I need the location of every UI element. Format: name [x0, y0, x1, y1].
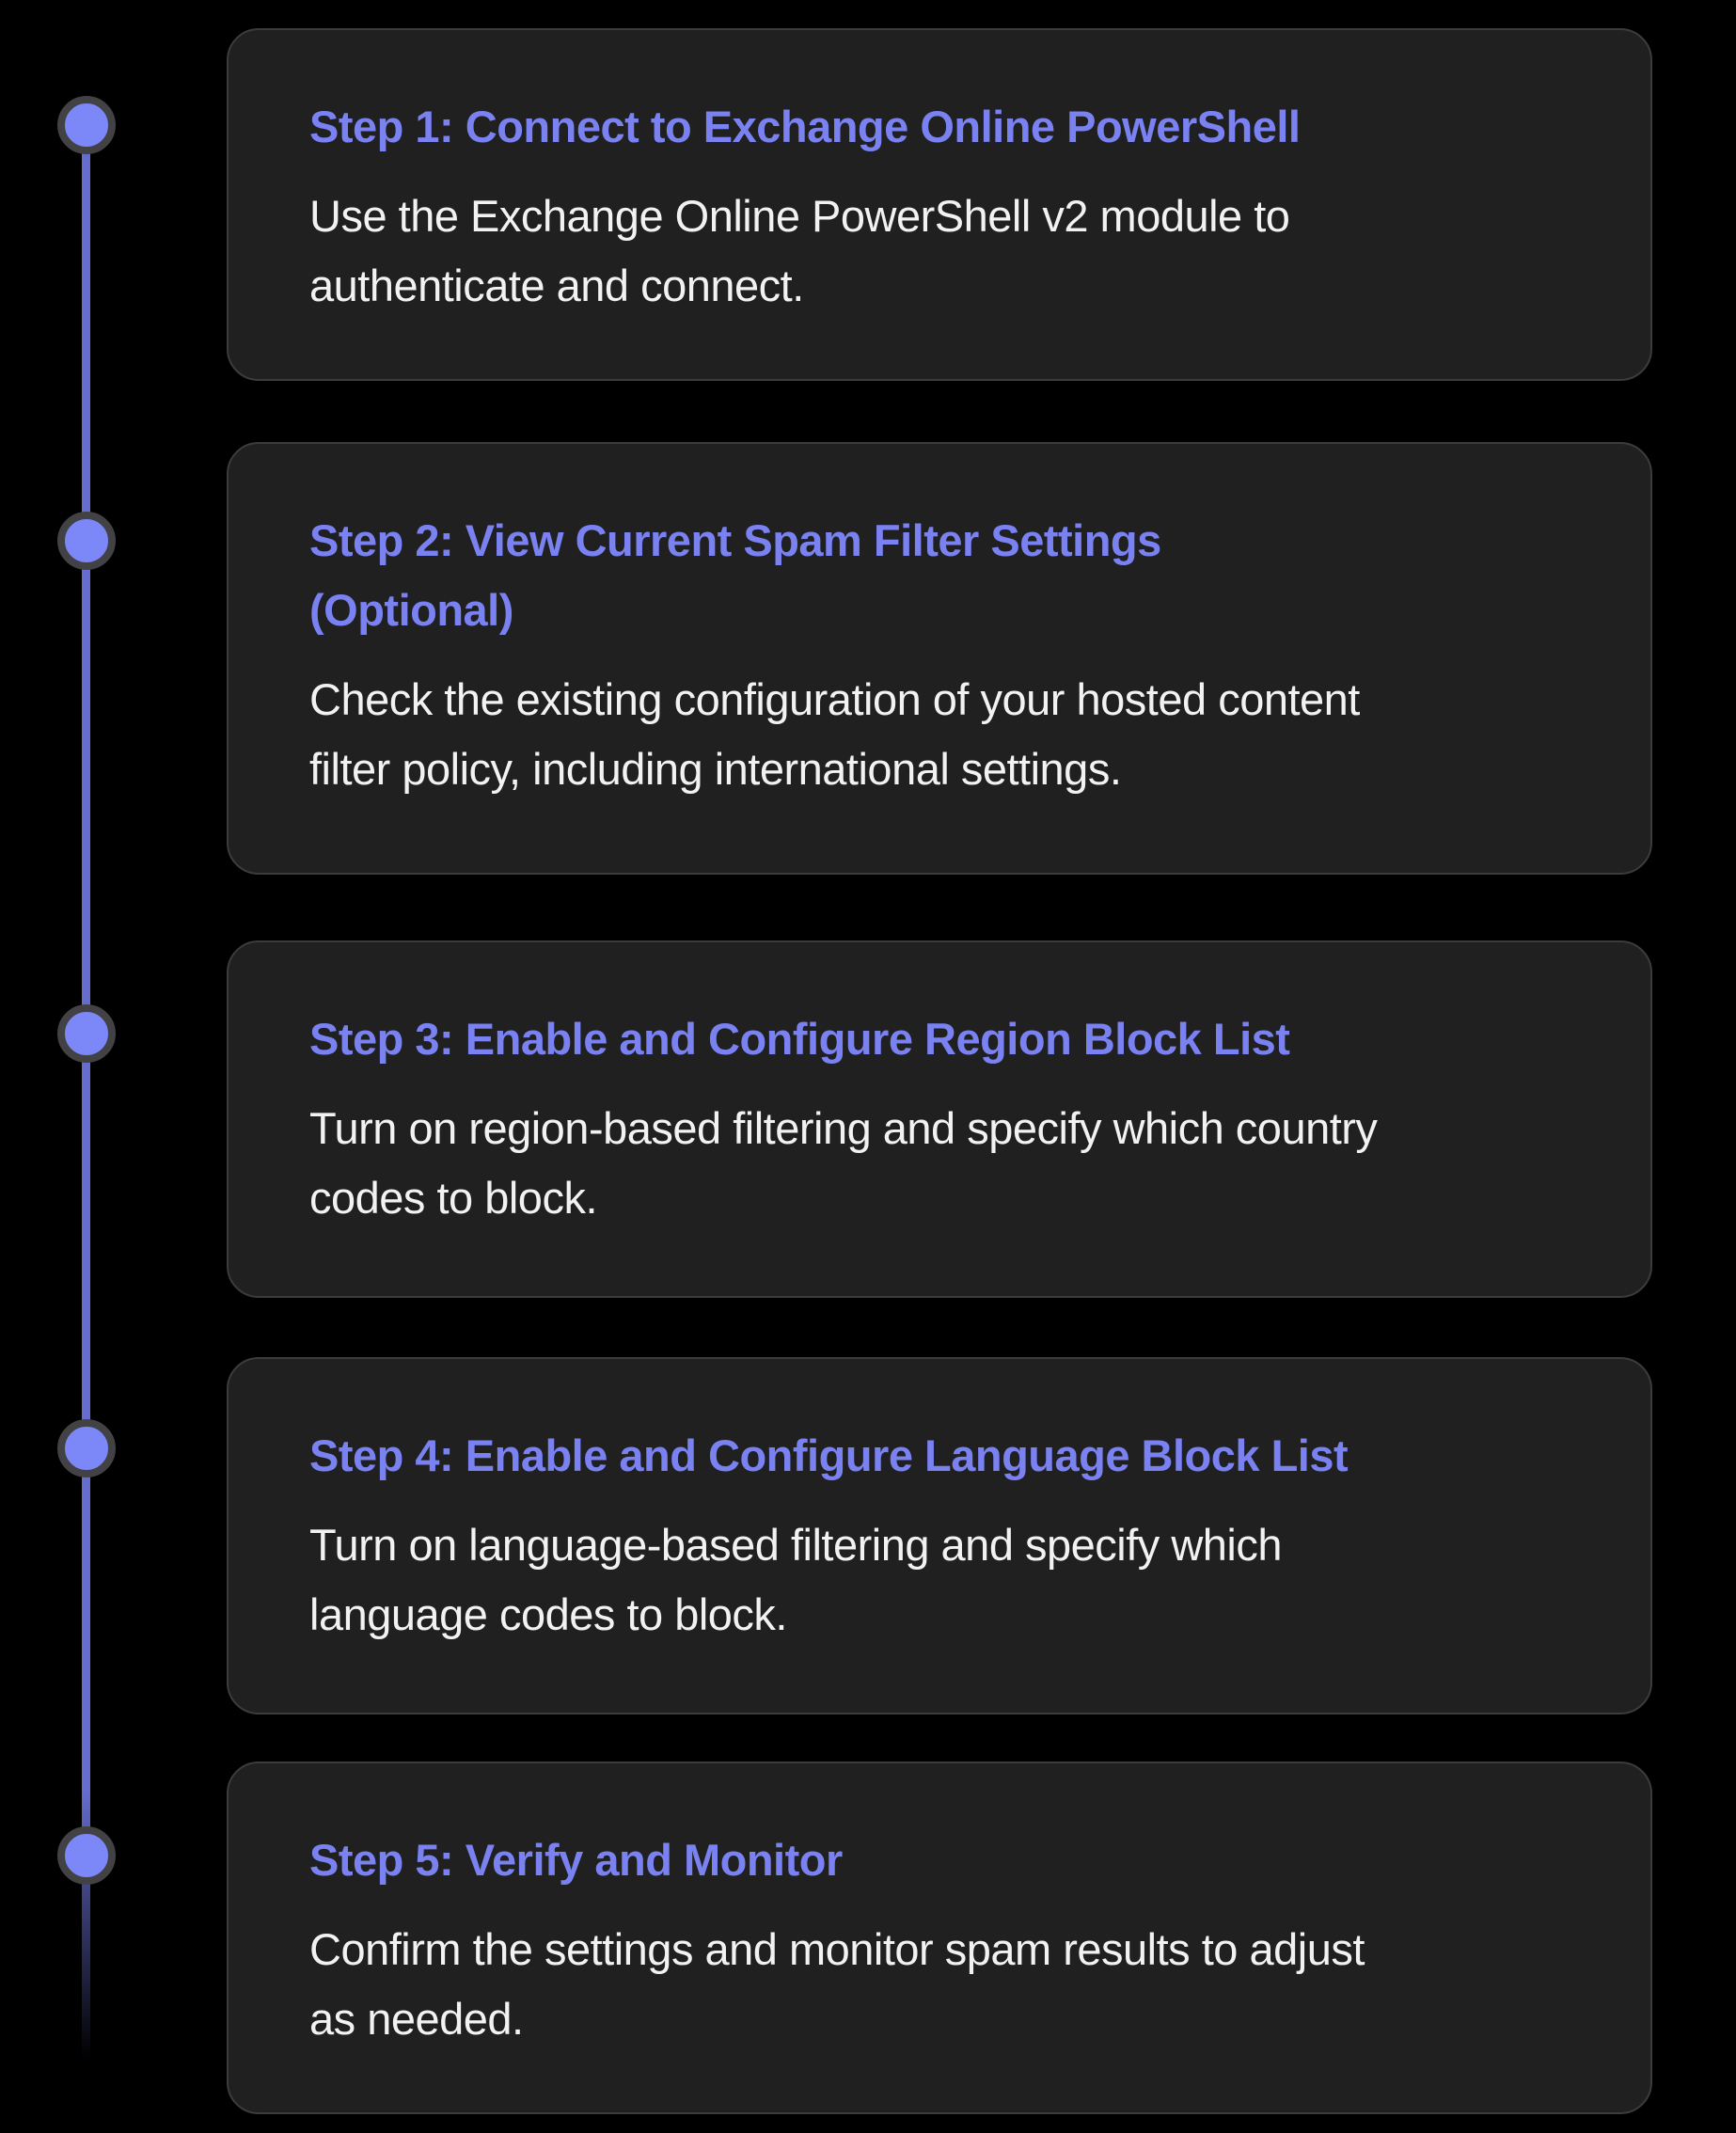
step-card-2: Step 2: View Current Spam Filter Setting…	[227, 442, 1652, 875]
step-2-title: Step 2: View Current Spam Filter Setting…	[309, 515, 1161, 635]
step-2-description: Check the existing configuration of your…	[309, 674, 1360, 794]
step-1-description: Use the Exchange Online PowerShell v2 mo…	[309, 191, 1290, 310]
step-4-title: Step 4: Enable and Configure Language Bl…	[309, 1430, 1349, 1480]
timeline-node-step-5	[57, 1826, 116, 1885]
step-card-1: Step 1: Connect to Exchange Online Power…	[227, 28, 1652, 381]
step-3-title: Step 3: Enable and Configure Region Bloc…	[309, 1014, 1290, 1064]
step-card-5: Step 5: Verify and Monitor Confirm the s…	[227, 1762, 1652, 2114]
timeline-node-step-2	[57, 512, 116, 570]
timeline-node-step-3	[57, 1004, 116, 1063]
timeline-connector-line	[82, 125, 90, 2060]
timeline-node-step-1	[57, 96, 116, 154]
step-3-description: Turn on region-based filtering and speci…	[309, 1103, 1378, 1223]
step-4-description: Turn on language-based filtering and spe…	[309, 1520, 1283, 1639]
step-card-3: Step 3: Enable and Configure Region Bloc…	[227, 940, 1652, 1298]
step-card-4: Step 4: Enable and Configure Language Bl…	[227, 1357, 1652, 1714]
step-5-description: Confirm the settings and monitor spam re…	[309, 1924, 1365, 2044]
step-5-title: Step 5: Verify and Monitor	[309, 1835, 843, 1885]
timeline-node-step-4	[57, 1419, 116, 1477]
step-1-title: Step 1: Connect to Exchange Online Power…	[309, 102, 1301, 151]
